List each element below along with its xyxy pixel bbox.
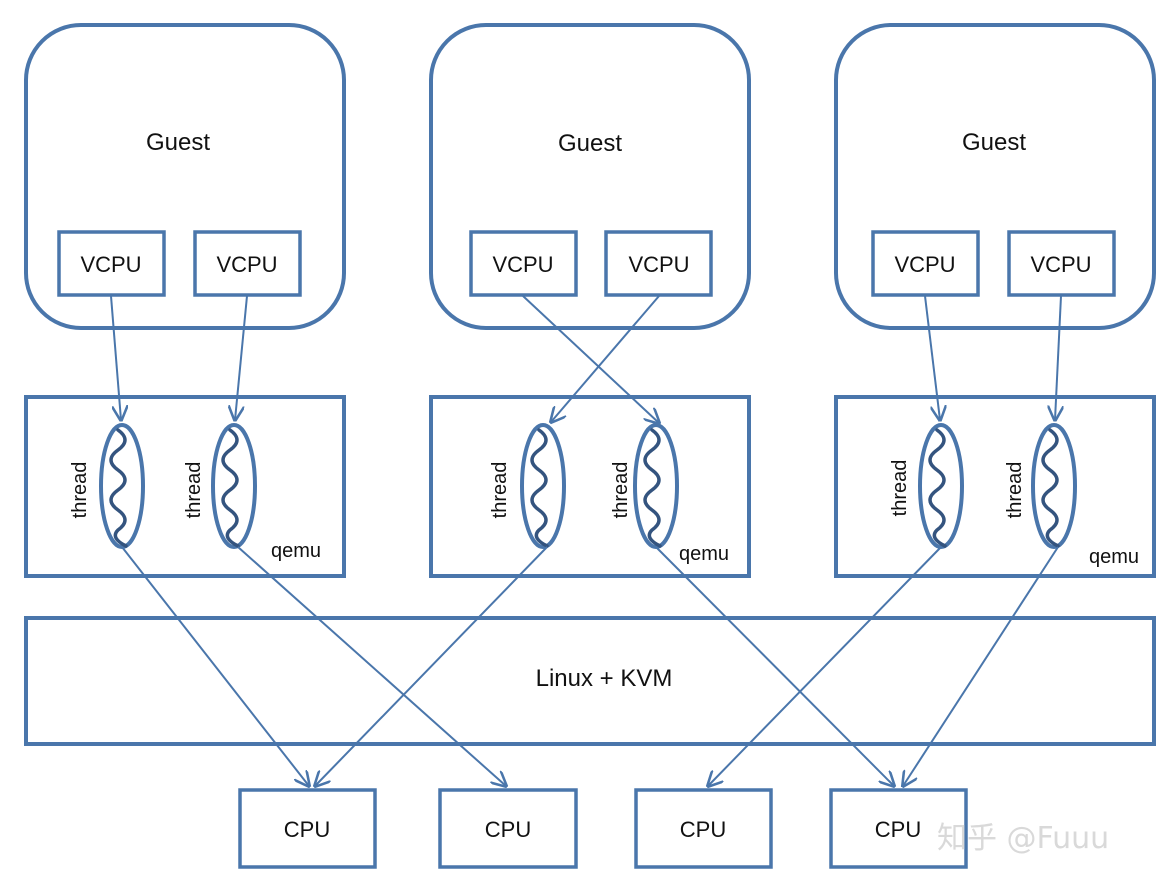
- qemu-box: [834, 395, 1156, 578]
- vcpu-box: [193, 230, 302, 297]
- cpu-label: CPU: [284, 817, 330, 842]
- guest-title: Guest: [558, 130, 622, 157]
- host-label: Linux + KVM: [536, 665, 673, 692]
- cpu-label: CPU: [875, 817, 921, 842]
- qemu-process-1: thread thread qemu: [24, 395, 346, 578]
- vcpu-box: [57, 230, 166, 297]
- thread-wave-icon: [221, 428, 240, 548]
- vcpu-box: [871, 230, 980, 297]
- guest-title: Guest: [146, 129, 210, 156]
- vcpu-box: [604, 230, 713, 297]
- cpu-row: CPU CPU CPU CPU: [238, 788, 968, 869]
- qemu-box: [429, 395, 751, 578]
- qemu-label: qemu: [271, 540, 321, 562]
- thread-to-cpu-arrows: [121, 546, 1059, 786]
- vcpu-label: VCPU: [628, 252, 689, 277]
- vcpu-label: VCPU: [80, 252, 141, 277]
- vcpu-to-thread-arrows: [110, 295, 1061, 423]
- arrow: [708, 546, 942, 786]
- arrow: [237, 546, 506, 786]
- thread-label: thread: [889, 460, 911, 517]
- thread-wave-icon: [928, 428, 947, 548]
- guest-3: Guest VCPU VCPU: [834, 23, 1156, 330]
- arrow: [903, 546, 1059, 786]
- thread-label: thread: [489, 462, 511, 519]
- host-layer: Linux + KVM: [24, 616, 1156, 746]
- arrow: [522, 295, 659, 423]
- thread-wave-icon: [1041, 428, 1060, 548]
- cpu-label: CPU: [485, 817, 531, 842]
- guest-1: Guest VCPU VCPU: [24, 23, 346, 330]
- cpu-box: [829, 788, 968, 869]
- host-box: [24, 616, 1156, 746]
- thread-wave-icon: [643, 428, 662, 548]
- vcpu-label: VCPU: [1030, 252, 1091, 277]
- qemu-label: qemu: [1089, 546, 1139, 568]
- arrow: [110, 295, 121, 420]
- arrow: [1055, 295, 1061, 420]
- vcpu-box: [1007, 230, 1116, 297]
- arrow: [655, 546, 894, 786]
- vcpu-label: VCPU: [492, 252, 553, 277]
- arrow: [315, 546, 548, 786]
- vcpu-label: VCPU: [216, 252, 277, 277]
- arrow: [924, 295, 940, 420]
- thread-label: thread: [1004, 462, 1026, 519]
- guest-title: Guest: [962, 129, 1026, 156]
- thread-wave-icon: [530, 428, 549, 548]
- qemu-label: qemu: [679, 543, 729, 565]
- arrow: [235, 295, 248, 420]
- cpu-label: CPU: [680, 817, 726, 842]
- qemu-process-2: thread thread qemu: [429, 395, 751, 578]
- thread-label: thread: [183, 462, 205, 519]
- vcpu-box: [469, 230, 578, 297]
- cpu-box: [634, 788, 773, 869]
- thread-label: thread: [69, 462, 91, 519]
- qemu-process-3: thread thread qemu: [834, 395, 1156, 578]
- arrow: [551, 295, 660, 422]
- cpu-box: [238, 788, 377, 869]
- thread-wave-icon: [109, 428, 128, 548]
- qemu-box: [24, 395, 346, 578]
- guest-2: Guest VCPU VCPU: [429, 23, 751, 330]
- arrow: [121, 546, 309, 786]
- thread-label: thread: [610, 462, 632, 519]
- watermark: 知乎 @Fuuu: [937, 821, 1109, 856]
- cpu-box: [438, 788, 578, 869]
- vcpu-label: VCPU: [894, 252, 955, 277]
